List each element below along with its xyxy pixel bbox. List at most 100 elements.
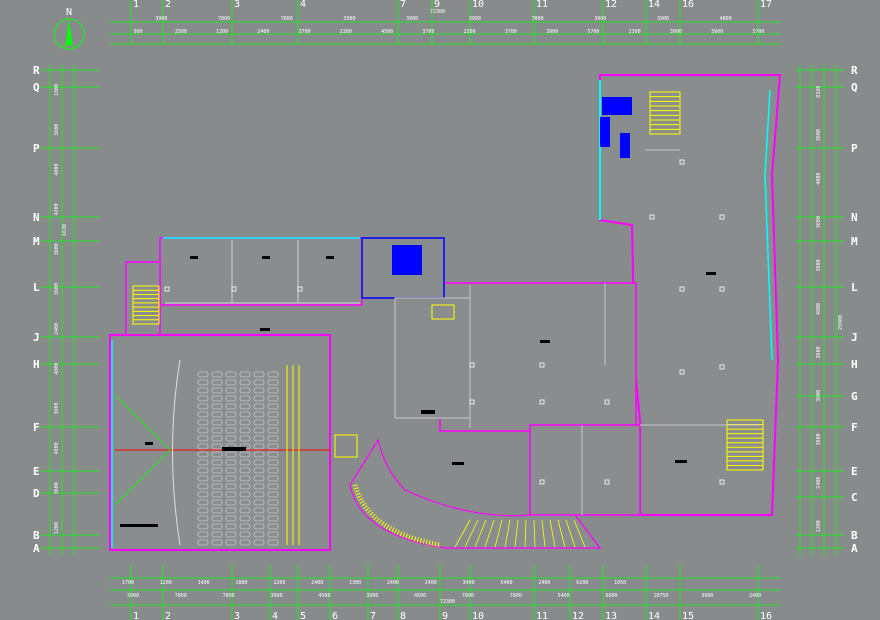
dimension-text: 10750 (653, 593, 668, 599)
restroom-fixtures (392, 97, 632, 275)
curved-wing (349, 438, 602, 549)
dimension-text: 2300 (629, 29, 641, 35)
left-axis-label: Q (33, 81, 40, 94)
dimension-text: 4500 (414, 593, 426, 599)
dimension-text: 7800 (510, 593, 522, 599)
right-axis-label: G (851, 390, 858, 403)
top-axis-label: 11 (536, 0, 548, 10)
dimension-text: 4800 (54, 363, 60, 375)
right-axis-label: R (851, 64, 858, 77)
left-axis-label: H (33, 358, 40, 371)
dimension-text: 5400 (558, 593, 570, 599)
dimension-text: 2300 (340, 29, 352, 35)
dimension-text: 2400 (425, 580, 437, 586)
left-wing-outline (159, 237, 363, 306)
dimension-text: 3900 (701, 593, 713, 599)
dimension-text: 3600 (816, 390, 822, 402)
dimension-text: 2400 (387, 580, 399, 586)
dimension-text: 3900 (155, 16, 167, 22)
dimension-text: 3900 (271, 593, 283, 599)
top-axis-label: 10 (472, 0, 484, 10)
top-axis-label: 1 (133, 0, 139, 10)
dimension-text: 3600 (816, 216, 822, 228)
stair-top (649, 91, 681, 135)
dimension-text: 1200 (54, 522, 60, 534)
dimension-text: 3900 (546, 29, 558, 35)
ramp-hatch (454, 519, 586, 548)
dimension-text: 4800 (816, 173, 822, 185)
dimension-text: 3700 (505, 29, 517, 35)
dimension-text: 1400 (198, 580, 210, 586)
dimension-text: 8320 (816, 86, 822, 98)
dimension-text: 4200 (54, 203, 60, 215)
left-dimension-chain (49, 65, 75, 555)
right-axis-label: F (851, 421, 858, 434)
bottom-axis-label: 6 (332, 611, 338, 620)
dimension-text: 3600 (54, 243, 60, 255)
hall-diagonals (114, 394, 171, 506)
bottom-axis-label: 10 (472, 611, 484, 620)
top-overall-dimension: 72300 (430, 9, 445, 15)
bottom-axis-label: 1 (133, 611, 139, 620)
dimension-text: 6100 (576, 580, 588, 586)
glass-wall-east (764, 89, 773, 361)
right-axis-label: N (851, 211, 858, 224)
dimension-text: 2500 (175, 29, 187, 35)
dimension-text: 3700 (299, 29, 311, 35)
dimension-text: 1200 (216, 29, 228, 35)
left-axis-label: P (33, 142, 40, 155)
dimension-text: 2400 (816, 477, 822, 489)
bottom-axis-label: 7 (370, 611, 376, 620)
dimension-text: 3900 (469, 16, 481, 22)
dimension-text: 1200 (160, 580, 172, 586)
dimension-text: 3600 (816, 433, 822, 445)
building-plan (109, 74, 782, 551)
bottom-axis-label: 15 (682, 611, 694, 620)
top-axis-label: 3 (234, 0, 240, 10)
auditorium-seating (197, 371, 279, 546)
dimension-text: 2400 (749, 593, 761, 599)
dimension-text: 1200 (816, 520, 822, 532)
top-axis-label: 16 (682, 0, 694, 10)
dimension-text: 2400 (311, 580, 323, 586)
right-axis-label: J (851, 331, 858, 344)
top-axis-label: 2 (165, 0, 171, 10)
dimension-text: 3900 (406, 16, 418, 22)
dimension-text: 5700 (752, 29, 764, 35)
right-axis-label: C (851, 491, 858, 504)
north-arrow-icon: N (53, 7, 85, 50)
right-axis-label: P (851, 142, 858, 155)
right-overall-dimension: 29900 (838, 315, 844, 330)
left-axis-label: N (33, 211, 40, 224)
curved-stair (352, 484, 441, 548)
top-dimension-chain (110, 21, 780, 45)
dimension-text: 3900 (594, 16, 606, 22)
left-axis-label: L (33, 281, 40, 294)
right-axis-label: L (851, 281, 858, 294)
top-axis-label: 7 (400, 0, 406, 10)
dimension-text: 1050 (614, 580, 626, 586)
stair-center (334, 304, 455, 458)
stage-edge (172, 359, 181, 546)
right-axis-label: E (851, 465, 858, 478)
left-axis-label: D (33, 487, 40, 500)
dimension-text: 3900 (127, 593, 139, 599)
left-axis-label: A (33, 542, 40, 555)
dimension-text: 2400 (538, 580, 550, 586)
dimension-ticks (40, 0, 845, 620)
dimension-text: 3600 (54, 124, 60, 136)
dimension-text: 7800 (218, 16, 230, 22)
top-axis-label: 14 (648, 0, 660, 10)
left-axis-label: E (33, 465, 40, 478)
left-axis-label: M (33, 235, 40, 248)
dimension-text: 7800 (532, 16, 544, 22)
stair-left (132, 285, 160, 325)
dimension-text: 3600 (816, 129, 822, 141)
dimension-text: 4500 (381, 29, 393, 35)
dimension-text: 4800 (720, 16, 732, 22)
north-label: N (66, 7, 72, 18)
dimension-text: 7800 (175, 593, 187, 599)
bottom-axis-label: 8 (400, 611, 406, 620)
top-axis-label: 12 (605, 0, 617, 10)
top-axis-label: 17 (760, 0, 772, 10)
